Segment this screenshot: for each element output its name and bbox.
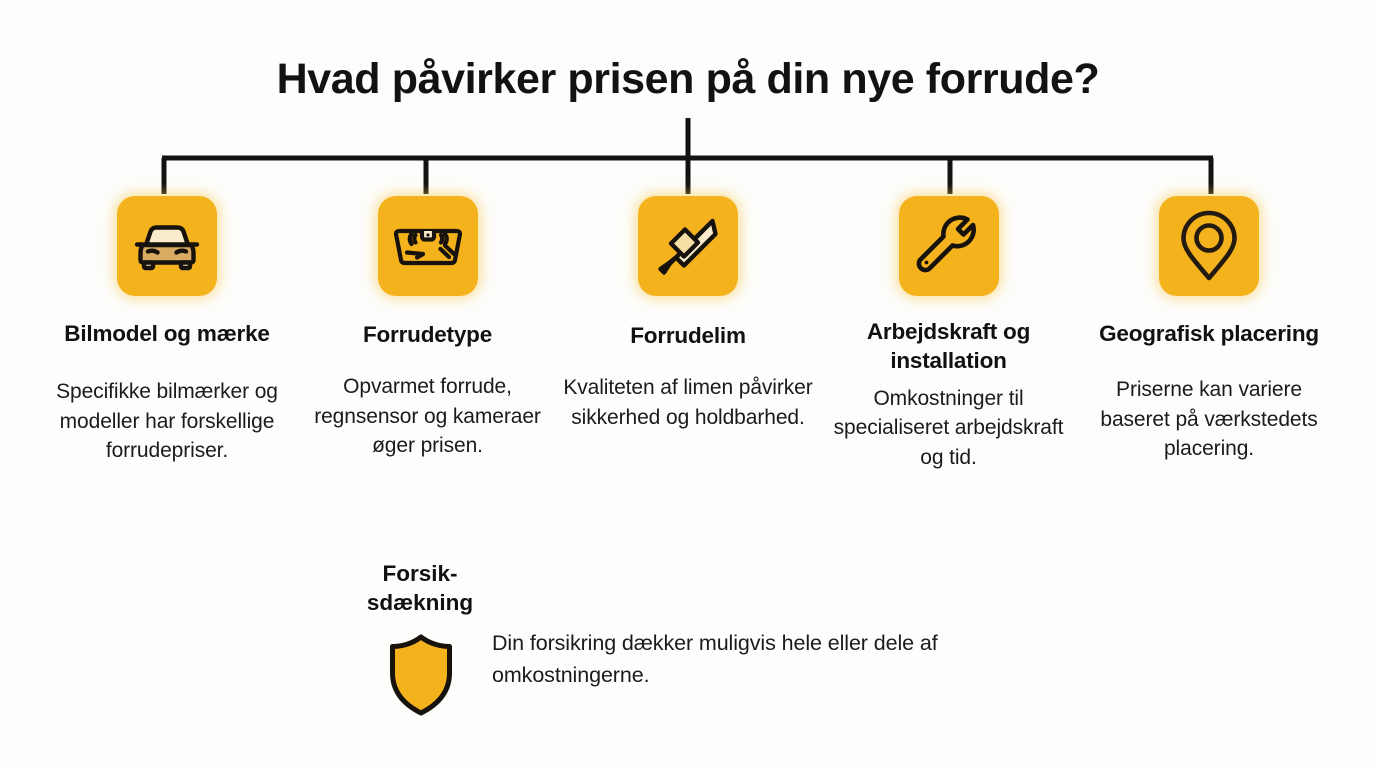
glue-tube-icon	[654, 212, 722, 280]
column-body: Opvarmet forrude, regnsensor og kameraer…	[314, 374, 541, 458]
shield-icon	[385, 633, 457, 717]
icon-tile-bilmodel	[117, 196, 217, 296]
column-heading: Bilmodel og mærke	[64, 321, 270, 346]
column-body: Specifikke bilmærker og modeller har for…	[56, 379, 278, 463]
column-heading: Arbejdskraft og installation	[866, 319, 1031, 373]
factor-column-forrudetype: Forrudetype Opvarmet forrude, regnsensor…	[299, 196, 557, 461]
insurance-heading: Forsik-sdækning	[366, 561, 474, 615]
icon-tile-geografisk	[1159, 196, 1259, 296]
column-heading: Forrudetype	[362, 322, 493, 347]
wrench-icon	[915, 212, 983, 280]
column-body: Omkostninger til specialiseret arbejdskr…	[833, 386, 1064, 470]
factor-column-arbejdskraft: Arbejdskraft og installation Omkostninge…	[820, 196, 1078, 473]
column-heading: Geografisk placering	[1099, 321, 1319, 346]
icon-tile-forrudelim	[638, 196, 738, 296]
column-heading: Forrudelim	[630, 323, 746, 348]
factor-column-geografisk: Geografisk placering Priserne kan varier…	[1080, 196, 1338, 464]
insurance-body: Din forsikring dækker muligvis hele elle…	[492, 631, 938, 687]
car-front-icon	[132, 218, 202, 274]
column-body: Priserne kan variere baseret på værksted…	[1100, 377, 1318, 461]
page-title: Hvad påvirker prisen på din nye forrude?	[276, 55, 1100, 103]
location-pin-icon	[1178, 210, 1240, 282]
icon-tile-arbejdskraft	[898, 196, 999, 296]
factor-column-forrudelim: Forrudelim Kvaliteten af limen påvirker …	[559, 196, 817, 432]
windshield-icon	[390, 220, 466, 272]
icon-tile-forrudetype	[377, 196, 478, 296]
factor-columns: Bilmodel og mærke Specifikke bilmærker o…	[38, 196, 1338, 473]
column-body: Kvaliteten af limen påvirker sikkerhed o…	[563, 375, 813, 429]
factor-column-bilmodel: Bilmodel og mærke Specifikke bilmærker o…	[38, 196, 296, 466]
